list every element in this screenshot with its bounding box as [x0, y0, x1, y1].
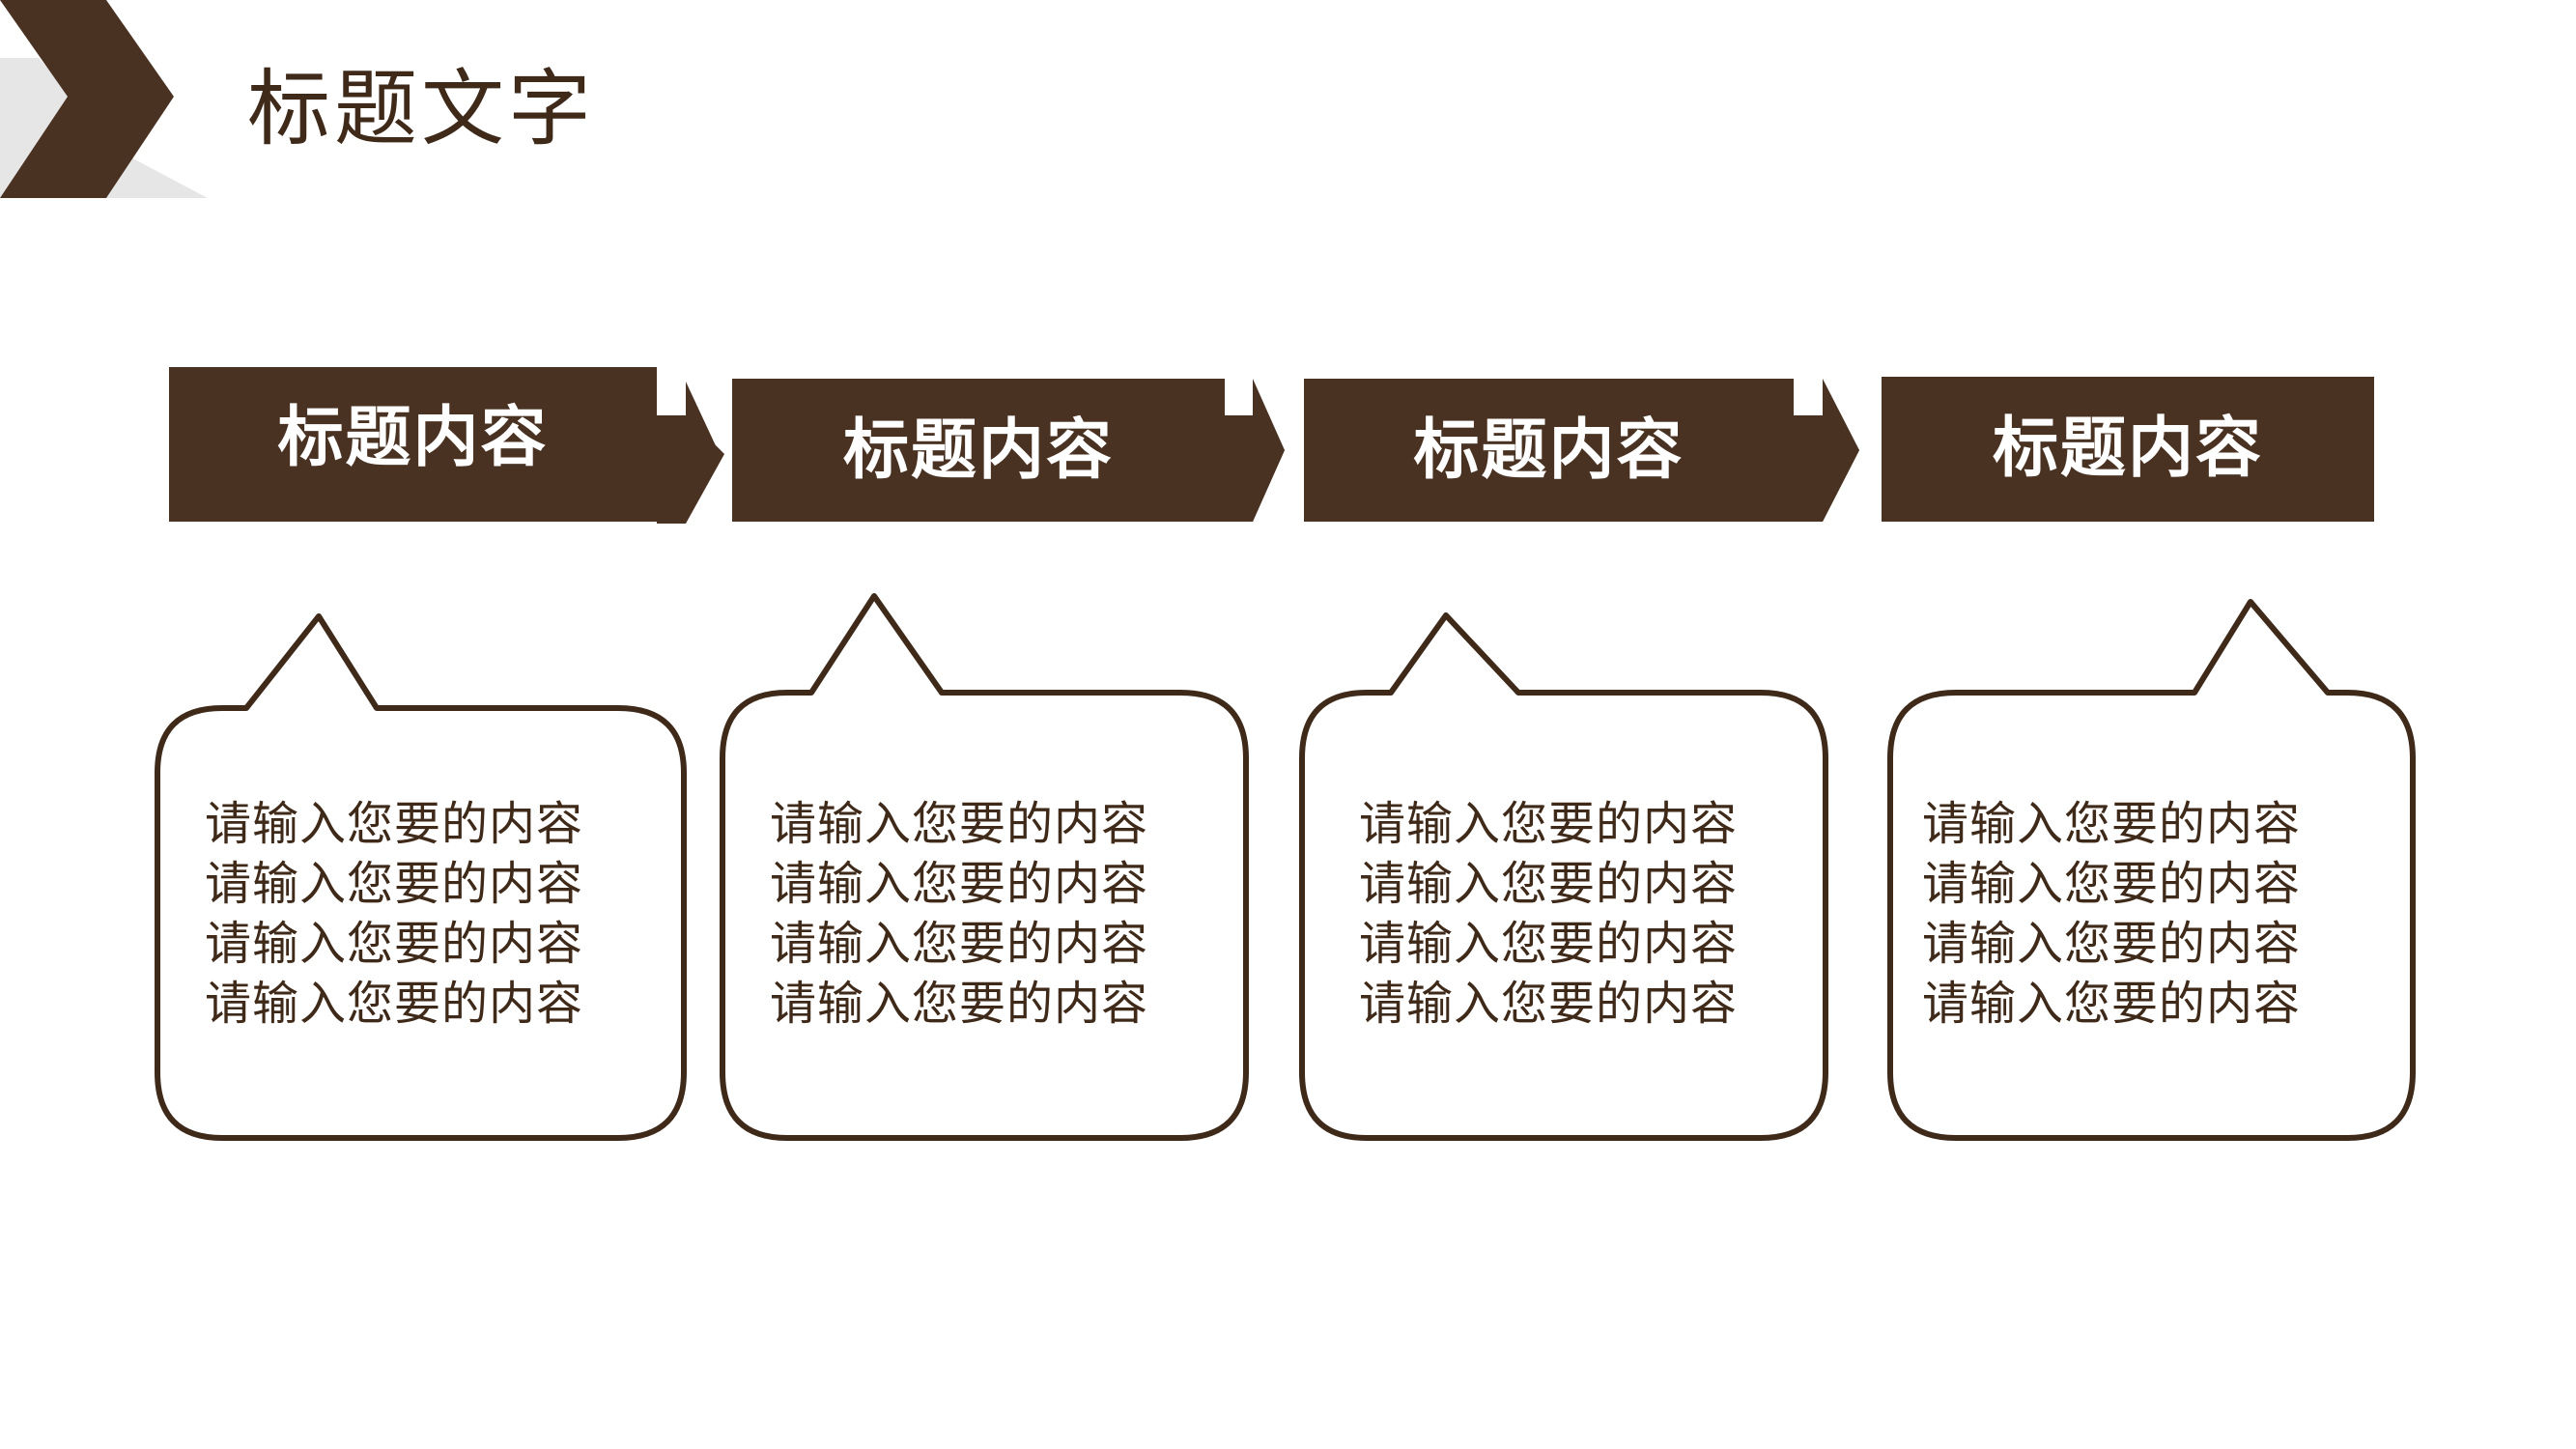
speech-bubble-4 — [1887, 599, 2416, 1141]
bubble-line: 请输入您要的内容 — [205, 977, 584, 1031]
step-title-3: 标题内容 — [1413, 412, 1684, 489]
bubble-line: 请输入您要的内容 — [770, 857, 1149, 911]
step-title-2: 标题内容 — [842, 412, 1114, 489]
step-title-1: 标题内容 — [277, 400, 549, 476]
step-arrow-1 — [169, 367, 724, 524]
bubble-line: 请输入您要的内容 — [1922, 797, 2302, 851]
bubble-text-2: 请输入您要的内容 请输入您要的内容 请输入您要的内容 请输入您要的内容 — [770, 794, 1214, 1034]
bubble-line: 请输入您要的内容 — [205, 917, 584, 971]
bubble-text-1: 请输入您要的内容 请输入您要的内容 请输入您要的内容 请输入您要的内容 — [205, 794, 649, 1034]
bubble-line: 请输入您要的内容 — [1922, 917, 2302, 971]
bubble-line: 请输入您要的内容 — [1359, 977, 1739, 1031]
bubble-text-3: 请输入您要的内容 请输入您要的内容 请输入您要的内容 请输入您要的内容 — [1359, 794, 1803, 1034]
bubble-line: 请输入您要的内容 — [205, 797, 584, 851]
bubble-line: 请输入您要的内容 — [770, 797, 1149, 851]
bubble-line: 请输入您要的内容 — [1922, 857, 2302, 911]
bubble-line: 请输入您要的内容 — [1922, 977, 2302, 1031]
bubble-line: 请输入您要的内容 — [1359, 917, 1739, 971]
page-title: 标题文字 — [247, 61, 595, 157]
bubble-line: 请输入您要的内容 — [1359, 797, 1739, 851]
step-title-4: 标题内容 — [1992, 411, 2263, 487]
bubble-line: 请输入您要的内容 — [1359, 857, 1739, 911]
step-box-4 — [1882, 377, 2374, 522]
speech-bubble-2 — [720, 593, 1249, 1141]
bubble-line: 请输入您要的内容 — [205, 857, 584, 911]
bubble-line: 请输入您要的内容 — [770, 917, 1149, 971]
step-arrow-3 — [1304, 379, 1859, 522]
corner-chevron-decoration — [0, 0, 208, 198]
speech-bubble-3 — [1299, 612, 1828, 1141]
step-arrow-2 — [732, 379, 1285, 522]
speech-bubble-1 — [155, 613, 687, 1141]
bubble-text-4: 请输入您要的内容 请输入您要的内容 请输入您要的内容 请输入您要的内容 — [1922, 794, 2366, 1034]
bubble-line: 请输入您要的内容 — [770, 977, 1149, 1031]
